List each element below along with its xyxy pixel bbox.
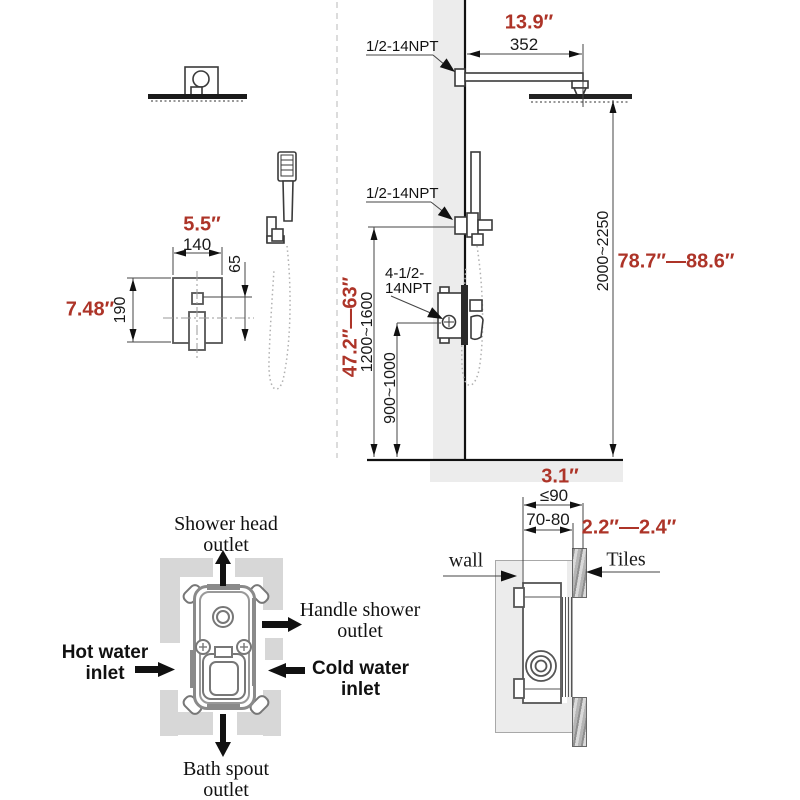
- label-handle-shower-outlet-l2: outlet: [337, 620, 383, 642]
- tile-strip-upper: [572, 548, 587, 598]
- dim-depth-inch: 3.1″: [541, 465, 579, 488]
- label-npt-valve-line1: 4-1/2-: [385, 265, 425, 282]
- label-npt-valve-line2: 14NPT: [385, 280, 432, 297]
- front-view-linework: [148, 66, 297, 390]
- dim-button-offset-mm: 65: [227, 255, 244, 273]
- label-hot-water-inlet: Hot water inlet: [50, 642, 160, 684]
- dim-plate-height-inch: 7.48″: [65, 298, 115, 321]
- dim-valve-height-mm: 1200~1600: [359, 291, 376, 373]
- label-cold-water-inlet: Cold water inlet: [303, 658, 418, 700]
- dim-head-height-inch: 78.7″—88.6″: [617, 250, 735, 273]
- label-hot-water-inlet-l1: Hot water: [61, 642, 149, 663]
- label-npt-arm: 1/2-14NPT: [366, 38, 439, 55]
- label-npt-hand-shower: 1/2-14NPT: [366, 185, 439, 202]
- valve-bottom-port: [207, 704, 240, 710]
- label-wall: wall: [448, 549, 484, 572]
- valve-spout-tab: [214, 646, 233, 658]
- label-bath-spout-outlet-l1: Bath spout: [182, 758, 270, 780]
- dim-arm-length-mm: 352: [509, 35, 539, 54]
- valve-top-port: [207, 584, 240, 590]
- label-handle-shower-outlet-l1: Handle shower: [299, 599, 421, 621]
- label-shower-head-outlet-l1: Shower head: [174, 513, 278, 535]
- side-view-dimensions: [366, 44, 614, 457]
- label-bath-spout-outlet-l2: outlet: [203, 779, 249, 800]
- dim-spout-height-mm: 900~1000: [382, 352, 399, 424]
- dim-depth-range-mm: 70-80: [526, 510, 570, 529]
- valve-spout-inner: [209, 661, 239, 696]
- dim-tile-thickness-inch: 2.2″—2.4″: [581, 516, 677, 539]
- bracket-bottom-right: [237, 712, 281, 735]
- label-shower-head-outlet-l2: outlet: [203, 534, 249, 556]
- label-npt-valve: 4-1/2- 14NPT: [385, 266, 432, 296]
- dim-depth-max-mm: ≤90: [539, 486, 569, 505]
- side-view-floor: [430, 462, 623, 482]
- side-view-wall: [433, 0, 464, 461]
- label-handle-shower-outlet: Handle shower outlet: [295, 600, 425, 642]
- bracket-top-left-arm: [160, 558, 180, 643]
- dim-plate-width-inch: 5.5″: [183, 213, 221, 236]
- valve-cartridge-ring-inner: [216, 610, 230, 624]
- tile-strip-lower: [572, 697, 587, 747]
- valve-left-port: [190, 650, 194, 688]
- dim-plate-width-mm: 140: [182, 235, 212, 254]
- label-hot-water-inlet-l2: inlet: [85, 663, 125, 684]
- label-shower-head-outlet: Shower head outlet: [146, 514, 306, 556]
- label-bath-spout-outlet: Bath spout outlet: [146, 759, 306, 800]
- label-cold-water-inlet-l1: Cold water: [311, 658, 410, 679]
- dim-arm-length-inch: 13.9″: [504, 11, 554, 34]
- bracket-bottom-left: [160, 712, 213, 735]
- bracket-right-square: [265, 638, 283, 660]
- label-tiles: Tiles: [606, 548, 646, 571]
- dim-head-height-mm: 2000~2250: [595, 210, 612, 292]
- label-cold-water-inlet-l2: inlet: [340, 679, 381, 700]
- side-view-dimension-arrows: [370, 50, 617, 456]
- cross-section-recess: [522, 561, 567, 703]
- valve-right-port: [252, 598, 256, 686]
